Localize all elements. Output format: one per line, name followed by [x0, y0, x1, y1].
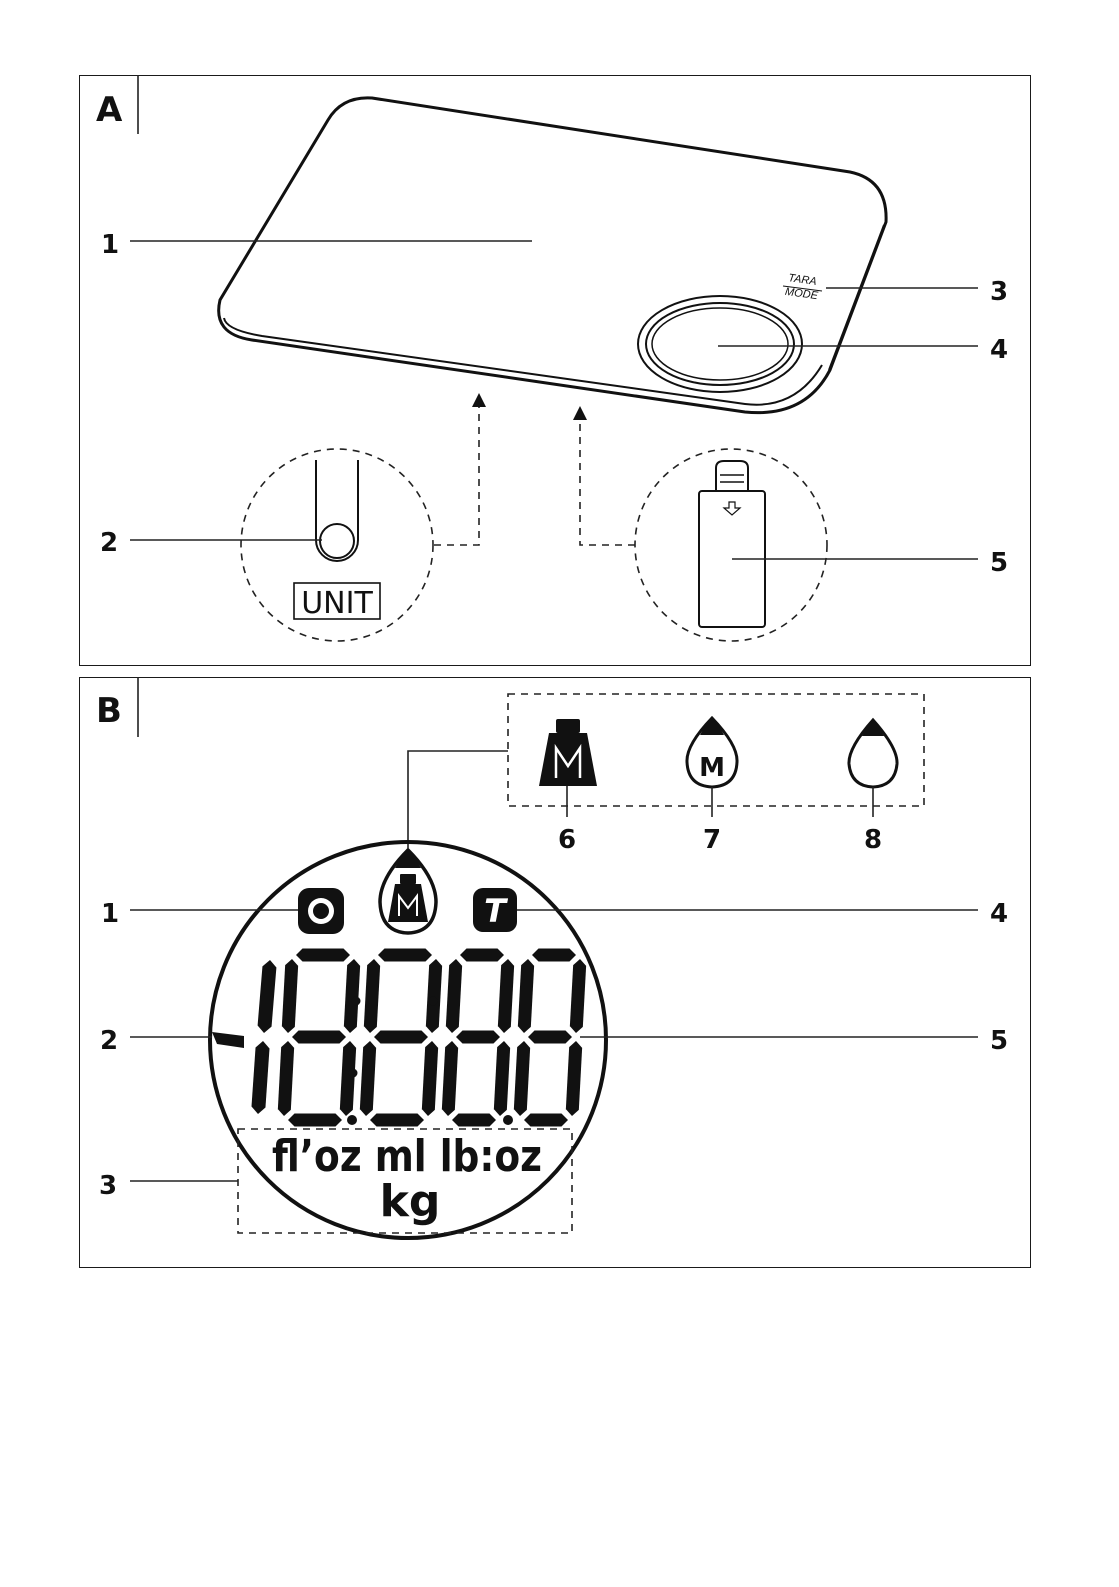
arrow-left-icon [472, 393, 486, 407]
drop-icon [849, 720, 897, 787]
callout-b-5: 5 [990, 1026, 1008, 1056]
units-line-1: fl’oz ml lb:oz [272, 1131, 542, 1182]
callout-b-7: 7 [703, 825, 721, 855]
digit-3-d [370, 1114, 424, 1127]
digit-2-b [344, 959, 360, 1033]
digit-4-g [456, 1031, 500, 1044]
drop-m-icon: M [687, 718, 737, 787]
weight-icon [539, 719, 597, 786]
unit-button-icon [320, 524, 354, 558]
callout-b-6: 6 [558, 825, 576, 855]
callout-a-3: 3 [990, 277, 1008, 307]
digit-2-g [292, 1031, 346, 1044]
digit-1-lower [251, 1041, 269, 1114]
digit-3-a [378, 949, 432, 962]
digit-4-d [452, 1114, 496, 1127]
digit-4-a [460, 949, 504, 962]
unit-button-detail: UNIT [241, 449, 433, 641]
mode-drop-weight-icon [380, 850, 436, 933]
battery-compartment-detail [635, 449, 827, 641]
decimal-dot [503, 1115, 513, 1125]
callout-a-1: 1 [101, 230, 119, 260]
callout-b-3: 3 [99, 1171, 117, 1201]
scale-plate [219, 98, 886, 413]
digit-4-f [446, 959, 462, 1033]
digit-3-f [364, 959, 380, 1033]
panel-a-letter: A [96, 90, 123, 130]
digit-4-e [442, 1041, 458, 1116]
digit-4-b [498, 959, 514, 1033]
digit-5-d [524, 1114, 568, 1127]
callout-b-4: 4 [990, 899, 1008, 929]
connector-right [580, 415, 635, 545]
digit-2-e [278, 1041, 294, 1116]
digit-2-d [288, 1114, 342, 1127]
callout-b-2: 2 [100, 1026, 118, 1056]
digit-3-b [426, 959, 442, 1033]
panel-b-letter: B [96, 691, 122, 731]
units-line-2: kg [380, 1176, 441, 1227]
unit-label: UNIT [301, 586, 373, 621]
colon-dot [349, 1069, 358, 1078]
digit-5-c [566, 1041, 582, 1116]
drop-m-letter: M [699, 753, 725, 783]
digit-3-e [360, 1041, 376, 1116]
digit-5-e [514, 1041, 530, 1116]
digit-3-g [374, 1031, 428, 1044]
digit-4-c [494, 1041, 510, 1116]
callout-a-4: 4 [990, 335, 1008, 365]
connector-left [434, 397, 479, 545]
leader-b-legend [408, 751, 508, 848]
callout-a-2: 2 [100, 528, 118, 558]
colon-dot [429, 997, 438, 1006]
callout-b-1: 1 [101, 899, 119, 929]
seven-segment-digits [251, 949, 586, 1127]
arrow-right-icon [573, 406, 587, 420]
panel-b: B M 6 7 8 [96, 677, 1008, 1238]
digit-5-b [570, 959, 586, 1033]
decimal-dot [347, 1115, 357, 1125]
digit-3-c [422, 1041, 438, 1116]
digit-1-upper [258, 960, 277, 1033]
minus-segment [212, 1032, 244, 1048]
callout-b-8: 8 [864, 825, 882, 855]
digit-5-a [532, 949, 576, 962]
colon-dot [426, 1069, 435, 1078]
stable-indicator-icon [298, 888, 344, 934]
digit-5-f [518, 959, 534, 1033]
digit-5-g [528, 1031, 572, 1044]
digit-2-f [282, 959, 298, 1033]
tare-letter: T [484, 892, 508, 930]
digit-2-c [340, 1041, 356, 1116]
digit-2-a [296, 949, 350, 962]
callout-a-5: 5 [990, 548, 1008, 578]
tare-indicator-icon: T [473, 888, 517, 932]
panel-a: A TARA MODE 1 3 4 [96, 75, 1008, 641]
colon-dot [352, 997, 361, 1006]
